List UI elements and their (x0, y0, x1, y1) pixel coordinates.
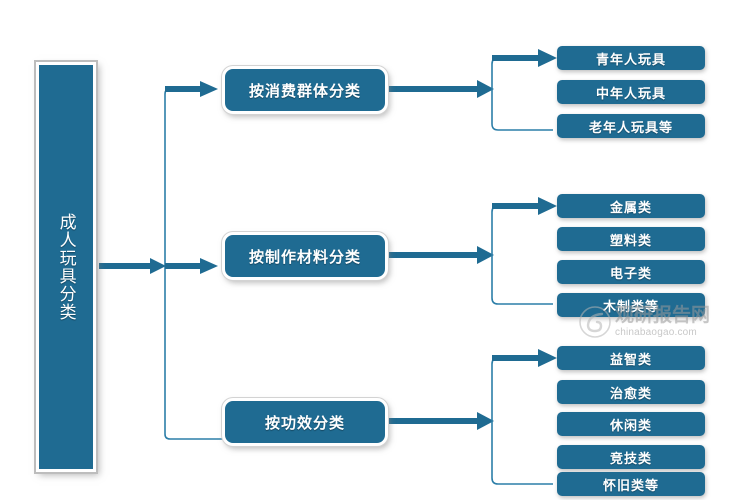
group-3-item-1-line (492, 355, 544, 361)
leaf-node-3-4[interactable]: 竞技类 (557, 445, 705, 469)
leaf-node-3-3[interactable]: 休闲类 (557, 412, 705, 436)
watermark-url: chinabaogao.com (615, 327, 697, 338)
category-node-1[interactable]: 按消费群体分类 (222, 66, 388, 114)
root-trunk-arrowhead (150, 258, 166, 274)
group-1-item-1-arrowhead (538, 49, 557, 67)
branch-2-arrowhead (200, 258, 218, 274)
leaf-node-2-2-label: 塑料类 (609, 232, 652, 248)
leaf-node-3-1-label: 益智类 (609, 351, 652, 367)
root-trunk (99, 263, 157, 269)
leaf-node-2-2[interactable]: 塑料类 (557, 227, 705, 251)
group-1-stem (388, 86, 484, 92)
leaf-node-1-3-label: 老年人玩具等 (588, 119, 673, 135)
group-1-item-1-line (492, 55, 544, 61)
group-3-spine (491, 357, 553, 485)
category-node-2[interactable]: 按制作材料分类 (222, 232, 388, 280)
group-2-item-1-line (492, 203, 544, 209)
leaf-node-3-5-label: 怀旧类等 (602, 477, 659, 493)
category-node-3[interactable]: 按功效分类 (222, 398, 388, 446)
leaf-node-3-2-label: 治愈类 (609, 385, 652, 401)
root-spine (164, 88, 222, 440)
root-node-label: 成人玩具分类 (56, 213, 76, 321)
leaf-node-1-1[interactable]: 青年人玩具 (557, 46, 705, 70)
branch-2-line (165, 263, 207, 269)
group-1-stem-arrowhead (477, 80, 494, 98)
leaf-node-2-1[interactable]: 金属类 (557, 194, 705, 218)
leaf-node-1-2[interactable]: 中年人玩具 (557, 80, 705, 104)
branch-1-arrowhead (200, 81, 218, 97)
group-3-stem-arrowhead (477, 412, 494, 430)
group-2-spine (491, 205, 553, 305)
leaf-node-2-4[interactable]: 木制类等 (557, 293, 705, 317)
leaf-node-3-5[interactable]: 怀旧类等 (557, 472, 705, 496)
leaf-node-1-3[interactable]: 老年人玩具等 (557, 114, 705, 138)
category-node-2-label: 按制作材料分类 (248, 249, 361, 266)
group-3-item-1-arrowhead (538, 349, 557, 367)
leaf-node-1-2-label: 中年人玩具 (595, 85, 666, 101)
leaf-node-3-4-label: 竞技类 (609, 450, 652, 466)
category-node-3-label: 按功效分类 (264, 415, 345, 432)
leaf-node-3-2[interactable]: 治愈类 (557, 380, 705, 404)
group-2-stem (388, 252, 484, 258)
leaf-node-2-1-label: 金属类 (609, 199, 652, 215)
leaf-node-3-1[interactable]: 益智类 (557, 346, 705, 370)
leaf-node-2-4-label: 木制类等 (602, 298, 659, 314)
group-2-item-1-arrowhead (538, 197, 557, 215)
category-node-1-label: 按消费群体分类 (248, 83, 361, 100)
leaf-node-3-3-label: 休闲类 (609, 417, 652, 433)
branch-1-line (165, 86, 207, 92)
root-node[interactable]: 成人玩具分类 (36, 62, 96, 472)
group-2-stem-arrowhead (477, 246, 494, 264)
group-1-spine (491, 57, 553, 131)
leaf-node-2-3[interactable]: 电子类 (557, 260, 705, 284)
group-3-stem (388, 418, 484, 424)
leaf-node-2-3-label: 电子类 (609, 265, 652, 281)
leaf-node-1-1-label: 青年人玩具 (595, 51, 666, 67)
